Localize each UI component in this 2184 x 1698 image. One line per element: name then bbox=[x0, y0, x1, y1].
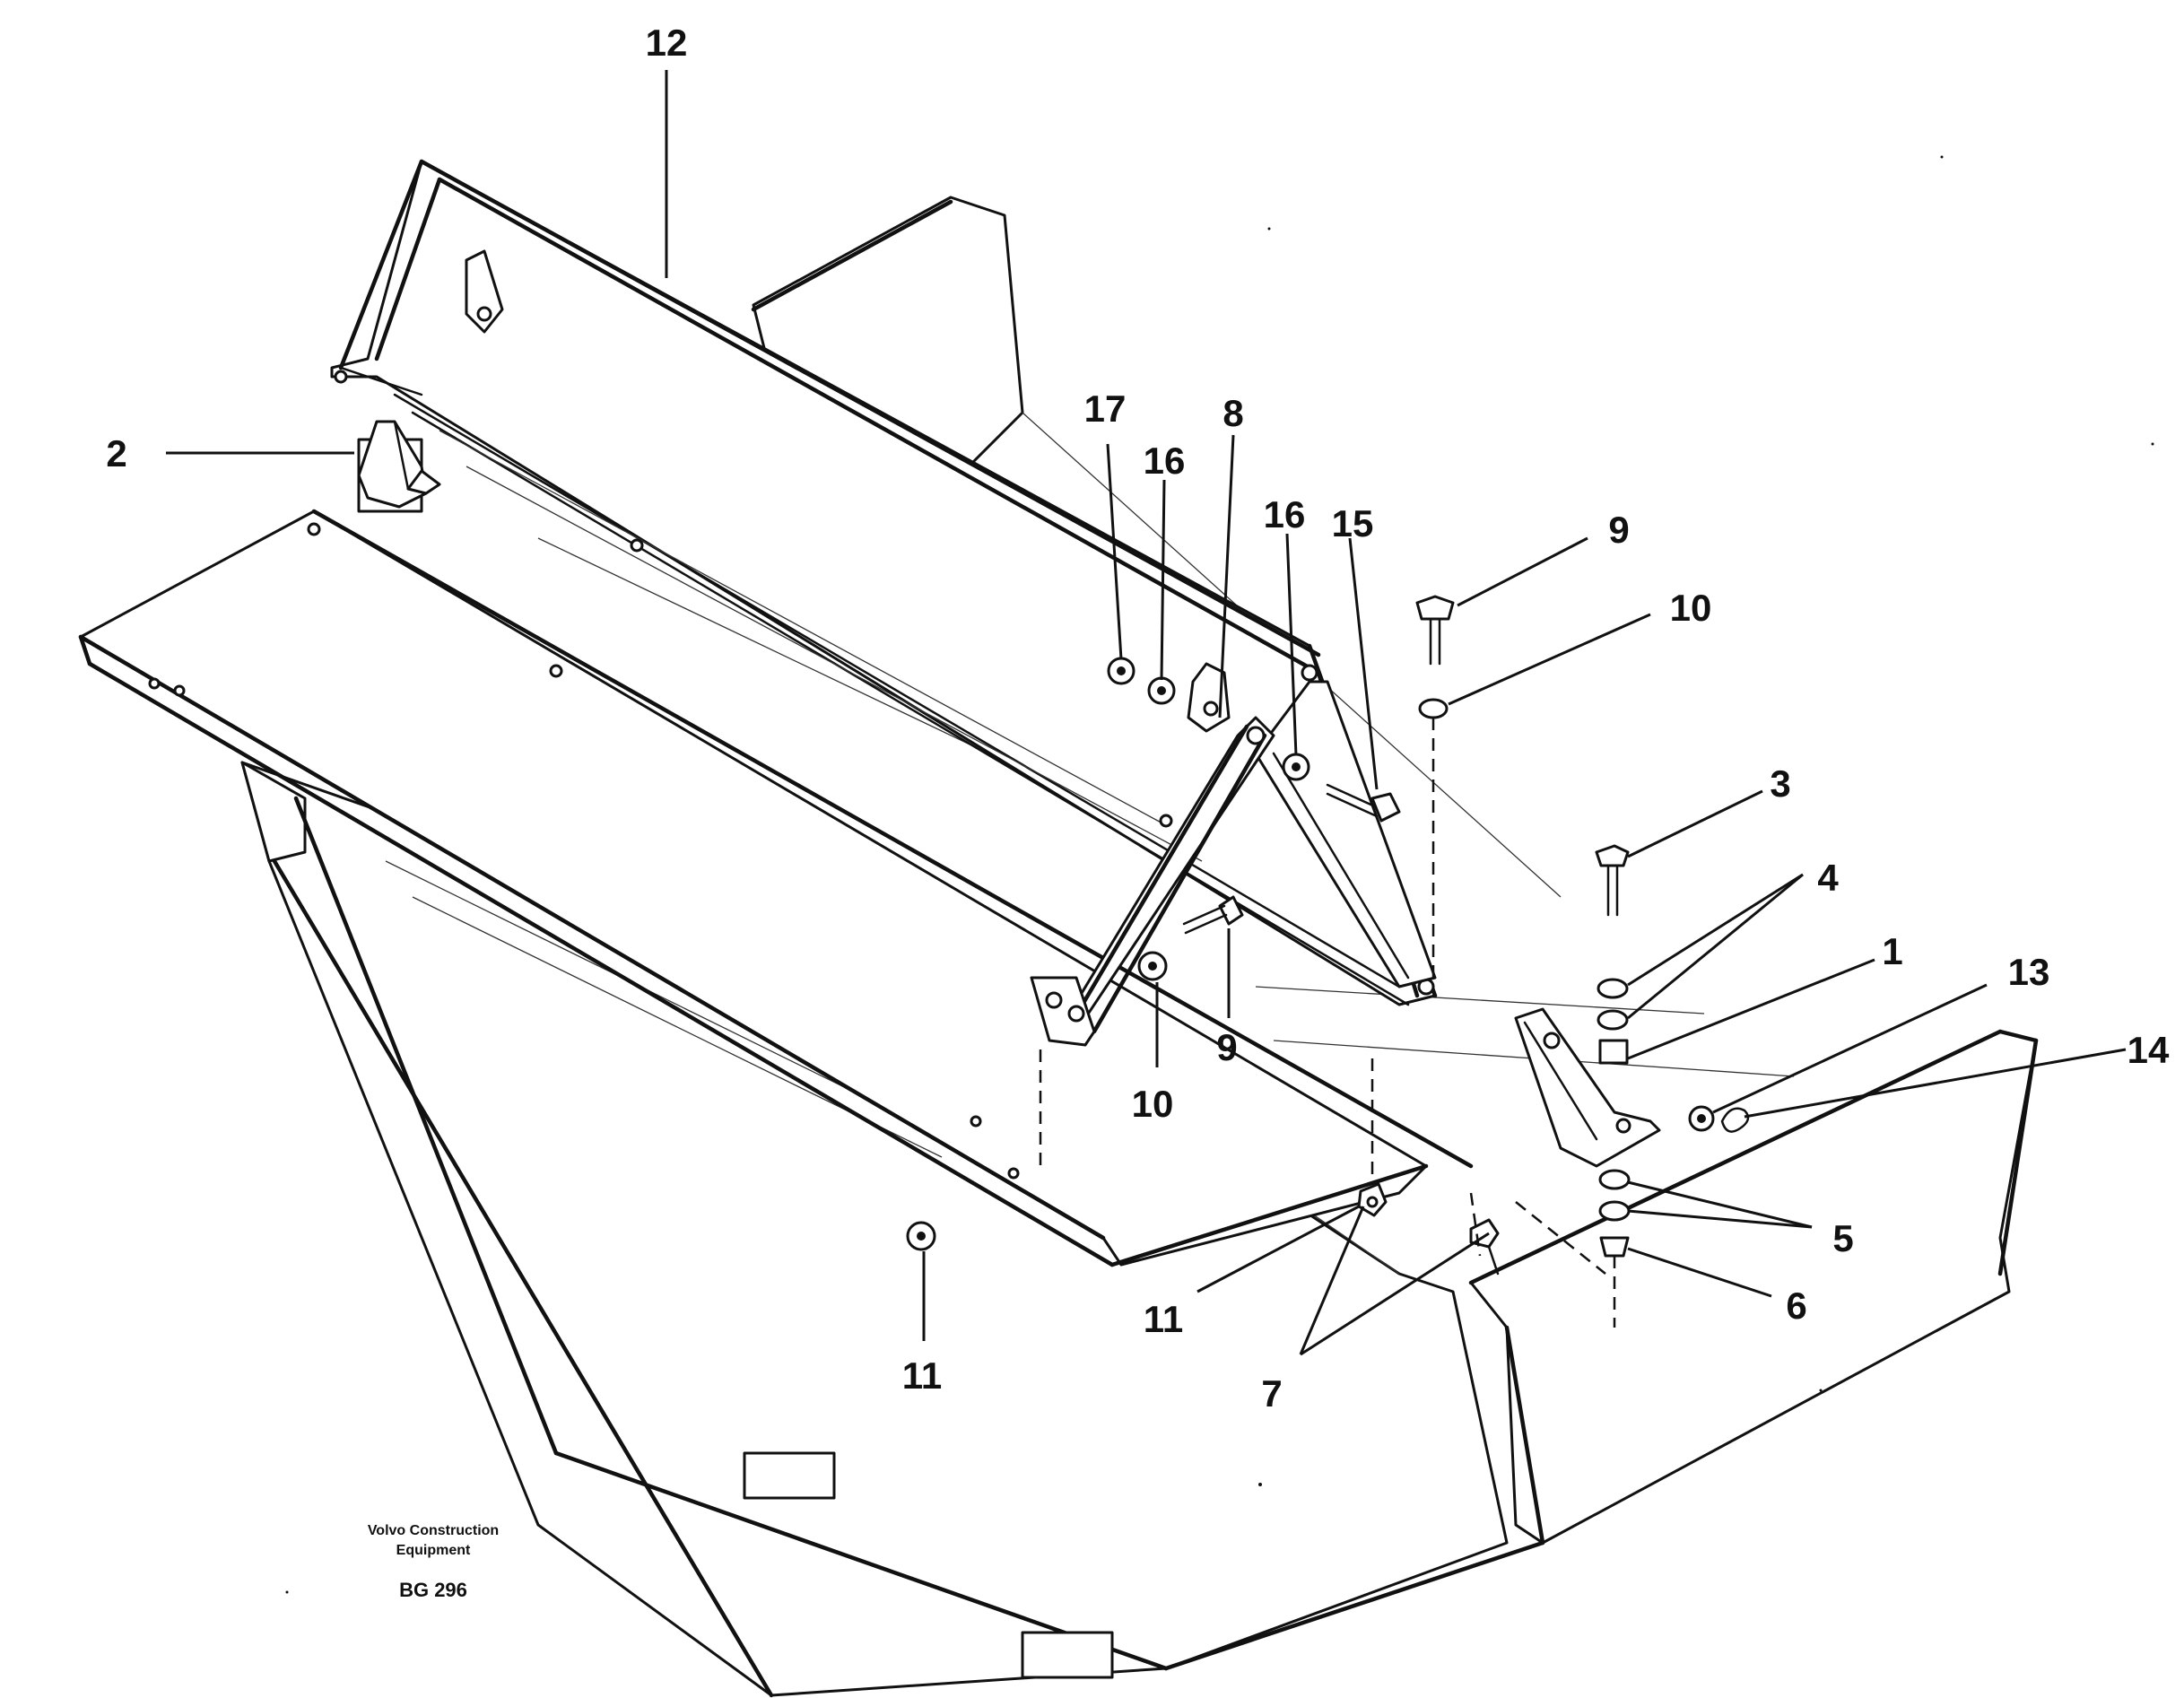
bolt-left bbox=[1137, 895, 1244, 981]
callout-9a: 9 bbox=[1608, 509, 1629, 551]
callout-6: 6 bbox=[1786, 1284, 1806, 1327]
pivot-hardware bbox=[1107, 657, 1401, 823]
callout-4: 4 bbox=[1817, 857, 1839, 899]
callout-17: 17 bbox=[1084, 387, 1127, 430]
bolt-top bbox=[1415, 595, 1455, 987]
lock-assembly bbox=[1514, 844, 1750, 1328]
link-arm bbox=[1030, 716, 1275, 1166]
callout-2: 2 bbox=[106, 432, 126, 475]
callout-10b: 10 bbox=[1132, 1083, 1174, 1125]
callout-16a: 16 bbox=[1144, 440, 1186, 482]
document-id: BG 296 bbox=[399, 1579, 467, 1601]
callout-11b: 11 bbox=[1144, 1298, 1183, 1340]
credit-line-1: Volvo Construction bbox=[368, 1523, 499, 1538]
callout-3: 3 bbox=[1770, 762, 1790, 805]
callout-9b: 9 bbox=[1216, 1026, 1237, 1068]
callout-5: 5 bbox=[1832, 1217, 1853, 1259]
callout-7: 7 bbox=[1261, 1372, 1282, 1415]
callout-13: 13 bbox=[2008, 951, 2050, 993]
front-edge-rail bbox=[78, 509, 1474, 1267]
credit-block: Volvo Construction Equipment BG 296 bbox=[368, 1523, 499, 1601]
lower-hardware bbox=[906, 1058, 1606, 1276]
callout-11a: 11 bbox=[902, 1354, 942, 1397]
credit-line-2: Equipment bbox=[396, 1543, 471, 1558]
callout-labels: 12 2 17 16 8 16 15 9 10 3 4 1 13 14 5 6 … bbox=[106, 22, 2170, 1415]
callout-12: 12 bbox=[646, 22, 688, 64]
callout-10a: 10 bbox=[1670, 587, 1712, 629]
dump-body bbox=[240, 196, 2039, 1698]
callout-14: 14 bbox=[2127, 1029, 2170, 1071]
support-bracket bbox=[357, 420, 441, 509]
scan-specks bbox=[285, 155, 2154, 1594]
callout-15: 15 bbox=[1332, 502, 1374, 544]
leader-lines bbox=[166, 70, 2127, 1356]
callout-16b: 16 bbox=[1264, 493, 1306, 536]
callout-1: 1 bbox=[1882, 930, 1902, 972]
callout-8: 8 bbox=[1223, 392, 1243, 434]
